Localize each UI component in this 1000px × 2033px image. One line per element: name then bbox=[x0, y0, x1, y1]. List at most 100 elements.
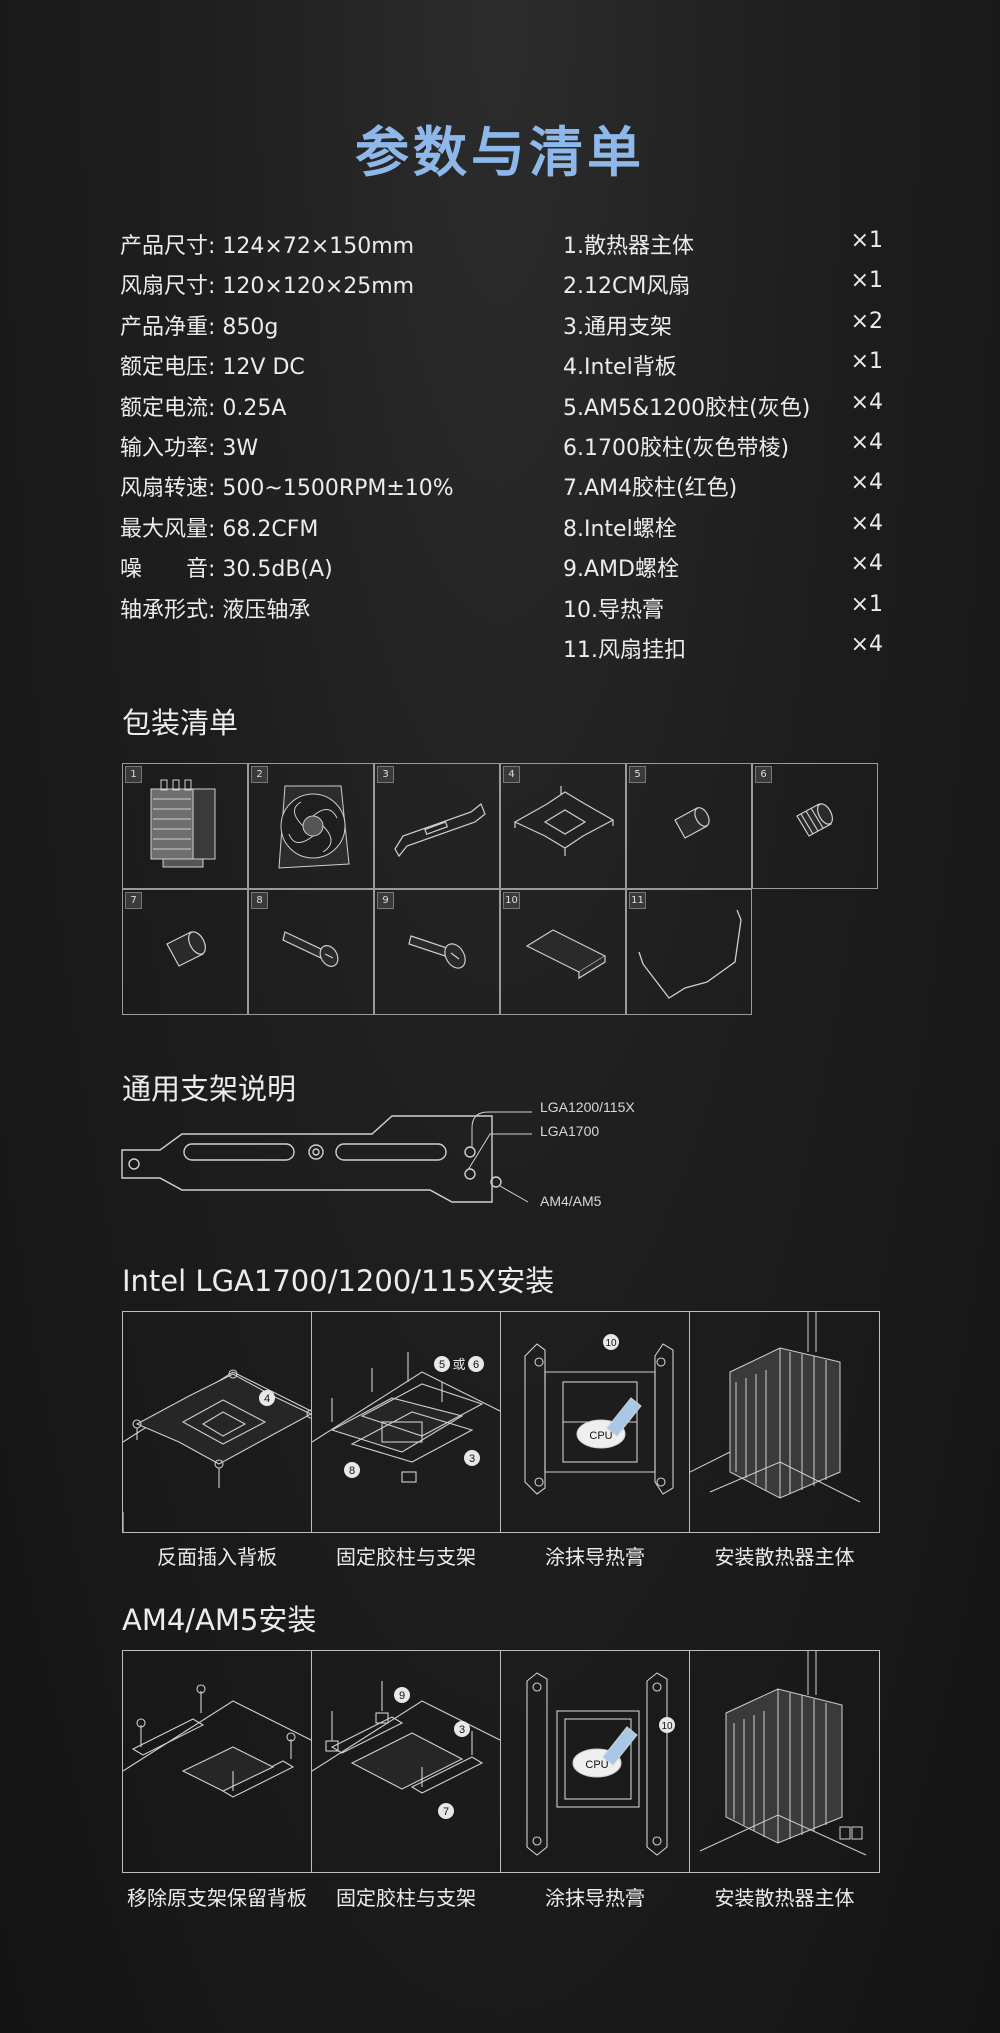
package-cell-fan-clip: 11 bbox=[626, 889, 752, 1015]
spec-row: 风扇尺寸: 120×120×25mm bbox=[120, 274, 415, 300]
package-cell-bracket: 3 bbox=[374, 763, 500, 889]
item-name: 1.散热器主体 bbox=[563, 234, 694, 259]
spec-row: 风扇转速: 500~1500RPM±10% bbox=[120, 476, 454, 502]
fan-icon bbox=[278, 785, 350, 869]
amd-step-2: 9 3 7 bbox=[311, 1650, 501, 1873]
cell-number: 9 bbox=[377, 892, 394, 909]
item-qty: ×4 bbox=[850, 389, 883, 415]
item-name: 11.风扇挂扣 bbox=[563, 637, 686, 663]
amd-caption-3: 涂抹导热膏 bbox=[545, 1886, 645, 1910]
spec-row: 输入功率: 3W bbox=[120, 435, 259, 461]
item-qty: ×1 bbox=[850, 591, 883, 617]
intel-caption-2: 固定胶柱与支架 bbox=[336, 1545, 476, 1569]
item-qty: ×4 bbox=[850, 631, 883, 657]
item-qty: ×2 bbox=[850, 308, 883, 334]
item-name: 6.1700胶柱(灰色带棱) bbox=[563, 435, 790, 461]
cell-number: 8 bbox=[251, 892, 268, 909]
item-name: 8.Intel螺栓 bbox=[563, 516, 677, 542]
item-row: 10.导热膏 ×1 bbox=[563, 592, 883, 632]
callout-8: 8 bbox=[349, 1465, 355, 1477]
item-row: 3.通用支架 ×2 bbox=[563, 309, 883, 349]
thermal-paste-icon bbox=[525, 929, 607, 980]
bracket-diagram bbox=[121, 1111, 532, 1203]
callout-or: 或 bbox=[452, 1358, 465, 1373]
item-qty: ×1 bbox=[850, 228, 883, 253]
spec-row: 额定电压: 12V DC bbox=[120, 355, 305, 381]
cell-number: 1 bbox=[125, 766, 142, 783]
intel-step-4 bbox=[689, 1311, 880, 1533]
amd-step-3: CPU 10 bbox=[500, 1650, 690, 1873]
cell-number: 11 bbox=[629, 892, 646, 909]
intel-caption-3: 涂抹导热膏 bbox=[545, 1545, 645, 1569]
package-cell-standoff-red: 7 bbox=[122, 889, 248, 1015]
intel-step-3: CPU 10 bbox=[500, 1311, 690, 1533]
cell-number: 3 bbox=[377, 766, 394, 783]
amd-standoff-illustration: 9 3 7 bbox=[312, 1681, 500, 1819]
package-cell-standoff-ribbed: 6 bbox=[752, 763, 878, 889]
item-row: 1.散热器主体 ×1 bbox=[563, 228, 883, 268]
callout-10: 10 bbox=[661, 1721, 673, 1732]
backplate-install-illustration: 4 bbox=[123, 1369, 311, 1532]
item-row: 7.AM4胶柱(红色) ×4 bbox=[563, 470, 883, 510]
cell-number: 5 bbox=[629, 766, 646, 783]
item-qty: ×4 bbox=[850, 470, 883, 496]
bracket-label-lga1200: LGA1200/115X bbox=[540, 1099, 635, 1115]
cell-number: 2 bbox=[251, 766, 268, 783]
item-list: 1.散热器主体 ×1 2.12CM风扇 ×1 3.通用支架 ×2 4.Intel背板 ×… bbox=[563, 228, 883, 672]
item-name: 2.12CM风扇 bbox=[563, 274, 691, 300]
item-row: 5.AM5&1200胶柱(灰色) ×4 bbox=[563, 390, 883, 430]
item-row: 9.AMD螺栓×4 bbox=[563, 551, 883, 591]
item-row: 6.1700胶柱(灰色带棱) ×4 bbox=[563, 430, 883, 470]
standoff-icon bbox=[166, 931, 206, 967]
item-qty: ×4 bbox=[850, 551, 883, 577]
item-name: 7.AM4胶柱(红色) bbox=[563, 476, 738, 502]
cpu-label: CPU bbox=[585, 1759, 608, 1771]
item-qty: ×4 bbox=[850, 429, 883, 455]
amd-thermal-paste-illustration: CPU 10 bbox=[526, 1672, 675, 1856]
bracket-label-am4-am5: AM4/AM5 bbox=[540, 1193, 602, 1209]
amd-caption-4: 安装散热器主体 bbox=[714, 1886, 855, 1910]
spec-row: 产品尺寸: 124×72×150mm bbox=[120, 234, 415, 259]
package-cell-backplate: 4 bbox=[500, 763, 626, 889]
remove-bracket-illustration bbox=[123, 1684, 311, 1798]
callout-3: 3 bbox=[469, 1453, 475, 1465]
package-cell-fan: 2 bbox=[248, 763, 374, 889]
bracket-label-lga1700: LGA1700 bbox=[540, 1123, 600, 1139]
item-name: 3.通用支架 bbox=[563, 314, 672, 340]
item-row: 8.Intel螺栓×4 bbox=[563, 511, 883, 551]
thermal-paste-illustration: CPU 10 bbox=[524, 1334, 674, 1495]
spec-row: 产品净重: 850g bbox=[120, 314, 279, 340]
intel-title: Intel LGA1700/1200/115X安装 bbox=[122, 1264, 555, 1298]
cell-number: 6 bbox=[755, 766, 772, 783]
amd-step-1 bbox=[122, 1650, 312, 1873]
ribbed-standoff-icon bbox=[796, 803, 833, 837]
item-row: 4.Intel背板 ×1 bbox=[563, 349, 883, 389]
callout-10: 10 bbox=[605, 1338, 617, 1349]
fan-clip-icon bbox=[638, 909, 742, 999]
spec-row: 轴承形式: 液压轴承 bbox=[120, 597, 311, 623]
item-name: 10.导热膏 bbox=[563, 597, 664, 623]
intel-step-2: 5 或 6 8 3 bbox=[311, 1311, 501, 1533]
package-title: 包装清单 bbox=[122, 706, 239, 740]
bracket-icon bbox=[394, 803, 486, 858]
package-cell-thermal-paste: 10 bbox=[500, 889, 626, 1015]
bolt-icon bbox=[282, 931, 339, 967]
heatsink-icon bbox=[150, 779, 216, 868]
amd-caption-2: 固定胶柱与支架 bbox=[336, 1886, 476, 1910]
callout-6: 6 bbox=[473, 1359, 479, 1371]
standoff-icon bbox=[674, 807, 710, 839]
page-title: 参数与清单 bbox=[355, 121, 645, 184]
callout-7: 7 bbox=[443, 1806, 449, 1818]
amd-step-4 bbox=[689, 1650, 880, 1873]
callout-5: 5 bbox=[439, 1359, 445, 1371]
item-qty: ×1 bbox=[850, 349, 883, 375]
item-row: 11.风扇挂扣 ×4 bbox=[563, 632, 883, 672]
cell-number: 7 bbox=[125, 892, 142, 909]
item-name: 5.AM5&1200胶柱(灰色) bbox=[563, 395, 811, 421]
package-cell-amd-bolt: 9 bbox=[374, 889, 500, 1015]
item-name: 4.Intel背板 bbox=[563, 355, 677, 381]
callout-4: 4 bbox=[264, 1393, 270, 1405]
amd-heatsink-install-illustration bbox=[699, 1651, 867, 1856]
package-cell-standoff-gray: 5 bbox=[626, 763, 752, 889]
cell-number: 4 bbox=[503, 766, 520, 783]
